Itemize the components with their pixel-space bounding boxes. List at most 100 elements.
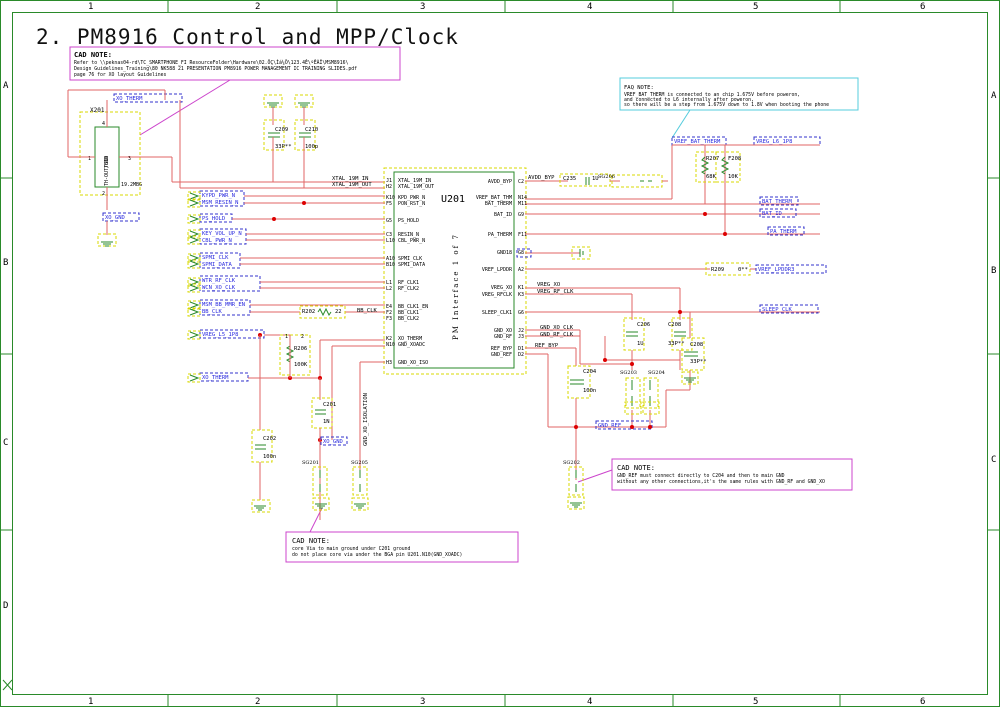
spark-gap-sg201: SG201 xyxy=(302,460,330,511)
border-row-label: D xyxy=(3,601,8,611)
ic-pin-name: RF_CLK1 xyxy=(398,280,419,286)
port-arrow-box xyxy=(187,330,201,340)
cap-value: 100n xyxy=(583,388,596,394)
ic-pin-name: XTAL_19M_IN xyxy=(398,178,431,184)
cad-note-right: CAD NOTE: GND_REF must connect directly … xyxy=(577,458,853,491)
faq-note-line: and connected to L6 internally after pow… xyxy=(624,97,754,103)
net-label: VREF_BAT_THERM xyxy=(674,139,721,145)
border-col-label: 6 xyxy=(920,697,925,707)
ic-right-pins: C2AVDD_BYPN14VREF_BAT_THMM11BAT_THERMG9B… xyxy=(476,179,527,358)
ic-pin-number: K1 xyxy=(518,285,524,291)
ic-pin-name: RF_CLK2 xyxy=(398,286,419,292)
net-label: PS_HOLD xyxy=(202,216,225,222)
cap-ref: C208 xyxy=(668,322,681,328)
net-label: VREG_L6_1P8 xyxy=(756,139,792,145)
ic-pin-number: D1 xyxy=(518,346,524,352)
cad-note-line: do not place core via under the BGA pin … xyxy=(292,552,462,558)
border-col-label: 5 xyxy=(753,697,758,707)
ic-pin-name: BB_CLK2 xyxy=(398,316,419,322)
crystal-value: 19.2MBG xyxy=(121,182,142,188)
wire-label-vreg-xo: VREG_XO xyxy=(537,282,560,288)
ic-pin-name: BB_CLK1 xyxy=(398,310,419,316)
ic-pin-name: BAT_ID xyxy=(494,212,512,218)
crystal-pin: 2 xyxy=(102,191,105,197)
net-label: BAT_ID xyxy=(762,211,782,217)
ic-pin-number: K10 xyxy=(386,195,395,201)
border-row-label: A xyxy=(3,81,9,91)
port-arrow-box xyxy=(187,300,201,310)
ic-subtitle: PM Interface 1 of 7 xyxy=(452,233,460,340)
sg-label: SG201 xyxy=(302,460,319,466)
border-col-label: 4 xyxy=(587,2,592,12)
cap-c207: C206 1U xyxy=(623,317,650,351)
port-arrow-box xyxy=(187,373,201,383)
res-ref: R207 xyxy=(706,156,719,162)
ic-pin-number: G5 xyxy=(386,218,392,224)
ic-pin-name: GND18 xyxy=(497,250,512,256)
faq-note-line: VREF_BAT_THERM is connected to an chip 1… xyxy=(624,92,800,98)
cap-ref: C209 xyxy=(275,127,288,133)
left-arrows xyxy=(187,191,201,383)
net-label: PA_THERM xyxy=(770,229,797,235)
cap-value: 100p xyxy=(305,144,318,150)
res-value: 68K xyxy=(706,174,717,180)
port-arrow-icon xyxy=(189,284,200,292)
cap-ref: C210 xyxy=(305,127,318,133)
border-col-label: 6 xyxy=(920,2,925,12)
spark-gap-sg205: SG205 xyxy=(351,460,369,511)
net-label: MSM_BB_MMR_EN xyxy=(202,302,245,308)
sg-label: SG204 xyxy=(648,370,665,376)
ic-pin-name: SPMI_DATA xyxy=(398,262,425,268)
net-label: SPMI_DATA xyxy=(202,262,232,268)
port-arrow-icon xyxy=(189,199,200,207)
cad-note-line: GND_REF must connect directly to C204 an… xyxy=(617,473,785,479)
ic-pin-name: GND_XO xyxy=(494,328,512,334)
page-title: 2. PM8916 Control and MPP/Clock xyxy=(36,25,459,49)
res-ref: R206 xyxy=(294,346,307,352)
ic-pin-number: C2 xyxy=(518,179,524,185)
cad-note-heading: CAD NOTE: xyxy=(292,537,330,545)
corner-mark xyxy=(2,679,13,691)
net-label: BAT_THERM xyxy=(762,199,792,205)
ic-pin-number: H2 xyxy=(386,184,392,190)
cap-c206: C208 33P** xyxy=(668,317,693,351)
ic-pin-number: N14 xyxy=(518,195,527,201)
ic-pin-name: AVDD_BYP xyxy=(488,179,512,185)
ic-pin-name: KPD_PWR_N xyxy=(398,195,425,201)
ic-pin-name: GND_RF xyxy=(494,334,512,340)
ic-pin-name: XTAL_19M_OUT xyxy=(398,184,434,190)
res-pin: 1 xyxy=(285,334,288,340)
port-arrow-box xyxy=(187,191,201,201)
res-pin: 2 xyxy=(301,334,304,340)
ic-pin-number: J1 xyxy=(386,178,392,184)
cap-ref: C208 xyxy=(690,342,703,348)
crystal-pin: 4 xyxy=(102,121,105,127)
ic-pin-number: F2 xyxy=(386,310,392,316)
ic-pin-number: F3 xyxy=(386,316,392,322)
ic-pin-number: N10 xyxy=(386,342,395,348)
net-label: MSM_RESIN_N xyxy=(202,200,238,206)
cad-note-line: without any other connections,it's the s… xyxy=(617,479,825,485)
port-arrow-box xyxy=(187,235,201,245)
res-ref: R209 xyxy=(711,267,724,273)
faq-note: FAQ NOTE: VREF_BAT_THERM is connected to… xyxy=(619,77,859,139)
port-arrow-icon xyxy=(189,260,200,268)
port-arrow-box xyxy=(187,259,201,269)
crystal-x201: X201 19.2MBG THIN TH-OUT/GND 4 1 3 2 xyxy=(79,100,152,210)
cap-ref: C201 xyxy=(323,402,336,408)
ic-pin-number: J3 xyxy=(518,334,524,340)
sg-label: SG206 xyxy=(598,174,615,180)
port-arrow-icon xyxy=(189,374,200,382)
ic-pin-number: K2 xyxy=(386,336,392,342)
crystal-gnd: TH-OUT/GND xyxy=(104,156,110,186)
res-ref: F208 xyxy=(728,156,741,162)
res-value: 22 xyxy=(335,309,342,315)
wire-label-gnd-xo-isolation: GND_XO_ISOLATION xyxy=(363,393,369,446)
border-col-label: 1 xyxy=(88,2,93,12)
ic-pin-name: RESIN_N xyxy=(398,232,419,238)
ic-pin-name: VREG_XO xyxy=(491,285,512,291)
port-arrow-icon xyxy=(189,254,200,262)
net-label: WCN_XO_CLK xyxy=(202,285,236,291)
wire-label-xtal-in: XTAL_19M_IN xyxy=(332,176,368,182)
cap-value: 1U xyxy=(637,341,644,347)
